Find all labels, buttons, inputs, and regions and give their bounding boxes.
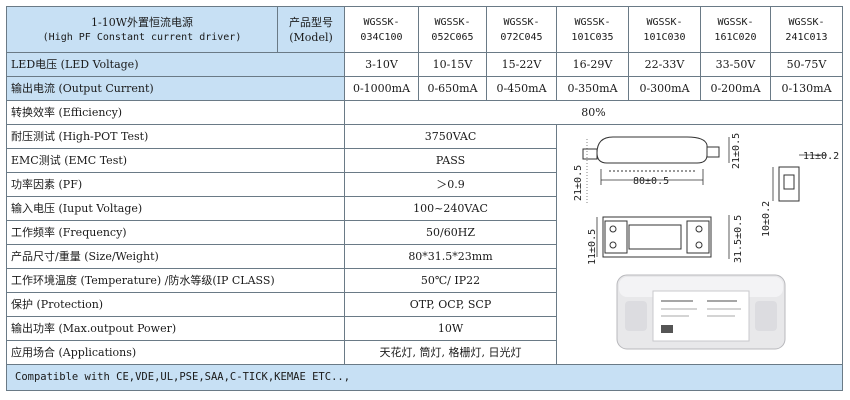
- model-prefix: WGSSK-: [788, 16, 825, 28]
- output-current-value: 0-450mA: [486, 76, 557, 101]
- spec-value: 3750VAC: [344, 124, 557, 149]
- spec-row: 产品尺寸/重量 (Size/Weight) 80*31.5*23mm: [6, 244, 843, 269]
- spec-value: 80*31.5*23mm: [344, 244, 557, 269]
- spec-value: 50/60HZ: [344, 220, 557, 245]
- model-cell: WGSSK- 072C045: [486, 6, 557, 53]
- model-label-cell: 产品型号 (Model): [277, 6, 345, 53]
- spec-label: 工作频率 (Frequency): [6, 220, 345, 245]
- efficiency-row: 转换效率 (Efficiency) 80%: [6, 100, 843, 125]
- led-voltage-value: 22-33V: [628, 52, 701, 77]
- efficiency-value: 80%: [344, 100, 843, 125]
- model-prefix: WGSSK-: [717, 16, 754, 28]
- output-current-label: 输出电流 (Output Current): [6, 76, 345, 101]
- model-cell: WGSSK- 052C065: [418, 6, 487, 53]
- output-current-value: 0-650mA: [418, 76, 487, 101]
- model-code: 101C035: [571, 31, 614, 43]
- spec-label: 保护 (Protection): [6, 292, 345, 317]
- spec-value: 50℃/ IP22: [344, 268, 557, 293]
- model-prefix: WGSSK-: [646, 16, 683, 28]
- spec-label: 产品尺寸/重量 (Size/Weight): [6, 244, 345, 269]
- model-label-cn: 产品型号: [289, 15, 333, 29]
- dim-side-width: 11±0.2: [803, 151, 839, 162]
- output-current-value: 0-300mA: [628, 76, 701, 101]
- compatibility-note: Compatible with CE,VDE,UL,PSE,SAA,C-TICK…: [6, 364, 843, 391]
- spec-row: 保护 (Protection) OTP, OCP, SCP: [6, 292, 843, 317]
- output-current-value: 0-350mA: [556, 76, 629, 101]
- spec-label: 工作环境温度 (Temperature) /防水等级(IP CLASS): [6, 268, 345, 293]
- spec-row: 耐压测试 (High-POT Test) 3750VAC 80±0.5 21±0…: [6, 124, 843, 365]
- led-voltage-row: LED电压 (LED Voltage) 3-10V 10-15V 15-22V …: [6, 52, 843, 77]
- spec-row: EMC测试 (EMC Test) PASS: [6, 148, 843, 173]
- spec-row: 工作环境温度 (Temperature) /防水等级(IP CLASS) 50℃…: [6, 268, 843, 293]
- model-prefix: WGSSK-: [434, 16, 471, 28]
- model-prefix: WGSSK-: [363, 16, 400, 28]
- output-current-value: 0-200mA: [700, 76, 771, 101]
- product-photo: [616, 274, 786, 350]
- model-code: 101C030: [643, 31, 686, 43]
- spec-label: 功率因素 (PF): [6, 172, 345, 197]
- spec-row: 输入电压 (Iuput Voltage) 100~240VAC: [6, 196, 843, 221]
- footer-row: Compatible with CE,VDE,UL,PSE,SAA,C-TICK…: [6, 364, 843, 391]
- spec-value: 10W: [344, 316, 557, 341]
- dimension-drawings: 80±0.5 21±0.5 21±0.5 11±0.2 10±0.2: [573, 133, 839, 350]
- model-cell: WGSSK- 101C035: [556, 6, 629, 53]
- spec-table: 1-10W外置恒流电源 (High PF Constant current dr…: [6, 6, 843, 391]
- product-title: 1-10W外置恒流电源: [90, 15, 194, 29]
- spec-value: 100~240VAC: [344, 196, 557, 221]
- spec-row: 应用场合 (Applications) 天花灯, 筒灯, 格栅灯, 日光灯: [6, 340, 843, 365]
- dim-width: 31.5±0.5: [733, 215, 744, 263]
- spec-value: ＞0.9: [344, 172, 557, 197]
- model-label-en: (Model): [289, 30, 333, 44]
- spec-sheet: 1-10W外置恒流电源 (High PF Constant current dr…: [6, 6, 843, 394]
- model-code: 241C013: [785, 31, 828, 43]
- led-voltage-value: 10-15V: [418, 52, 487, 77]
- led-voltage-value: 15-22V: [486, 52, 557, 77]
- spec-value: OTP, OCP, SCP: [344, 292, 557, 317]
- model-prefix: WGSSK-: [503, 16, 540, 28]
- spec-label: 输入电压 (Iuput Voltage): [6, 196, 345, 221]
- spec-value: 天花灯, 筒灯, 格栅灯, 日光灯: [344, 340, 557, 365]
- model-code: 052C065: [431, 31, 474, 43]
- dim-length: 80±0.5: [633, 176, 669, 187]
- model-cell: WGSSK- 034C100: [344, 6, 419, 53]
- led-voltage-value: 3-10V: [344, 52, 419, 77]
- spec-label: 耐压测试 (High-POT Test): [6, 124, 345, 149]
- model-cell: WGSSK- 101C030: [628, 6, 701, 53]
- led-voltage-label: LED电压 (LED Voltage): [6, 52, 345, 77]
- end-view-drawing: [772, 154, 827, 202]
- model-code: 161C020: [714, 31, 757, 43]
- model-code: 034C100: [360, 31, 403, 43]
- model-cell: WGSSK- 241C013: [770, 6, 843, 53]
- model-cell: WGSSK- 161C020: [700, 6, 771, 53]
- spec-label: EMC测试 (EMC Test): [6, 148, 345, 173]
- led-voltage-value: 50-75V: [770, 52, 843, 77]
- led-voltage-value: 16-29V: [556, 52, 629, 77]
- led-voltage-value: 33-50V: [700, 52, 771, 77]
- spec-label: 应用场合 (Applications): [6, 340, 345, 365]
- spec-row: 工作频率 (Frequency) 50/60HZ: [6, 220, 843, 245]
- product-title-cell: 1-10W外置恒流电源 (High PF Constant current dr…: [6, 6, 278, 53]
- spec-value: PASS: [344, 148, 557, 173]
- dim-top-right: 21±0.5: [731, 133, 742, 169]
- efficiency-label: 转换效率 (Efficiency): [6, 100, 345, 125]
- side-view-drawing: [582, 136, 730, 205]
- model-prefix: WGSSK-: [574, 16, 611, 28]
- dim-height: 21±0.5: [573, 165, 584, 201]
- output-current-value: 0-1000mA: [344, 76, 419, 101]
- header-row: 1-10W外置恒流电源 (High PF Constant current dr…: [6, 6, 843, 53]
- product-subtitle: (High PF Constant current driver): [42, 31, 242, 43]
- spec-label: 输出功率 (Max.outpout Power): [6, 316, 345, 341]
- drawing-area: 80±0.5 21±0.5 21±0.5 11±0.2 10±0.2: [556, 124, 843, 365]
- output-current-row: 输出电流 (Output Current) 0-1000mA 0-650mA 0…: [6, 76, 843, 101]
- model-code: 072C045: [500, 31, 543, 43]
- output-current-value: 0-130mA: [770, 76, 843, 101]
- top-view-drawing: [596, 215, 730, 259]
- dim-side-height: 10±0.2: [761, 201, 772, 237]
- dim-terminal: 11±0.5: [587, 229, 598, 265]
